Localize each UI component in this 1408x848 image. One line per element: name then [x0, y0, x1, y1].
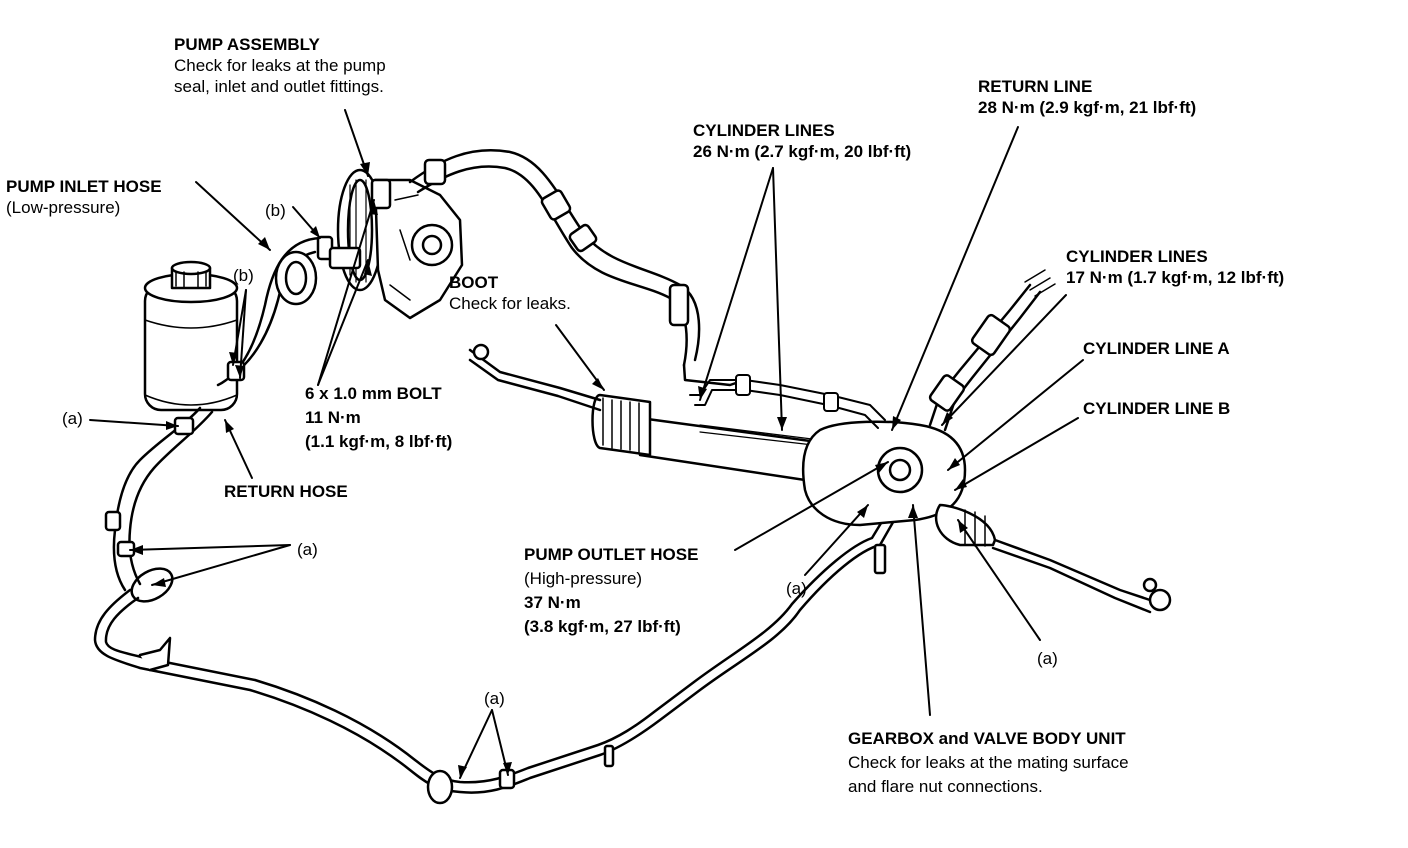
steering-shaft [928, 269, 1056, 432]
pump-assembly [328, 168, 464, 320]
pump-inlet-hose-label: PUMP INLET HOSE (Low-pressure) [6, 176, 162, 218]
cylinder-lines-26-label: CYLINDER LINES 26 N·m (2.7 kgf·m, 20 lbf… [693, 120, 911, 162]
cylinder-lines-17-title: CYLINDER LINES [1066, 247, 1208, 266]
pump-outlet-hose-torque-alt: (3.8 kgf·m, 27 lbf·ft) [524, 617, 681, 636]
return-line-torque: 28 N·m (2.9 kgf·m, 21 lbf·ft) [978, 98, 1197, 117]
pump-outlet-hose [408, 149, 747, 387]
return-line-label: RETURN LINE 28 N·m (2.9 kgf·m, 21 lbf·ft… [978, 76, 1196, 118]
callout-b-pump: (b) [265, 201, 286, 220]
boot-title: BOOT [449, 273, 499, 292]
return-hose-label: RETURN HOSE [224, 482, 348, 501]
bolt-torque-alt: (1.1 kgf·m, 8 lbf·ft) [305, 432, 453, 451]
callout-a-bottom: (a) [484, 689, 505, 708]
pump-outlet-hose-title: PUMP OUTLET HOSE [524, 545, 699, 564]
callout-b-reservoir: (b) [233, 266, 254, 285]
gearbox-label: GEARBOX and VALVE BODY UNIT Check for le… [848, 727, 1129, 799]
cylinder-lines-26-title: CYLINDER LINES [693, 121, 835, 140]
return-line-pipe [93, 503, 902, 805]
boot-label: BOOT Check for leaks. [449, 272, 571, 314]
cylinder-lines-26-torque: 26 N·m (2.7 kgf·m, 20 lbf·ft) [693, 142, 912, 161]
callout-a-left: (a) [297, 540, 318, 559]
pump-assembly-label: PUMP ASSEMBLY Check for leaks at the pum… [174, 34, 386, 97]
pump-assembly-note-1: Check for leaks at the pump [174, 56, 386, 75]
pump-inlet-hose-title: PUMP INLET HOSE [6, 177, 162, 196]
reservoir [143, 260, 239, 412]
gearbox-note-2: and flare nut connections. [848, 777, 1043, 796]
return-hose [104, 406, 214, 603]
return-line-title: RETURN LINE [978, 77, 1093, 96]
callout-a-reservoir: (a) [62, 409, 83, 428]
pump-assembly-title: PUMP ASSEMBLY [174, 35, 320, 54]
pump-inlet-hose-sub: (Low-pressure) [6, 198, 121, 217]
arrow-heads [130, 162, 968, 778]
pump-outlet-hose-label: PUMP OUTLET HOSE (High-pressure) 37 N·m … [524, 543, 698, 639]
callout-a-rack: (a) [1037, 649, 1058, 668]
cylinder-line-a-label: CYLINDER LINE A [1083, 339, 1230, 358]
pump-outlet-hose-torque: 37 N·m [524, 593, 581, 612]
pump-outlet-hose-sub: (High-pressure) [524, 569, 643, 588]
gearbox-title: GEARBOX and VALVE BODY UNIT [848, 729, 1126, 748]
cylinder-lines-17-torque: 17 N·m (1.7 kgf·m, 12 lbf·ft) [1066, 268, 1285, 287]
bolt-label: 6 x 1.0 mm BOLT 11 N·m (1.1 kgf·m, 8 lbf… [305, 382, 452, 454]
boot-note: Check for leaks. [449, 294, 571, 313]
pump-assembly-note-2: seal, inlet and outlet fittings. [174, 77, 384, 96]
cylinder-lines-17-label: CYLINDER LINES 17 N·m (1.7 kgf·m, 12 lbf… [1066, 246, 1284, 288]
bolt-size: 6 x 1.0 mm BOLT [305, 384, 442, 403]
cylinder-line-b-label: CYLINDER LINE B [1083, 399, 1231, 418]
steering-rack [468, 343, 1172, 614]
gearbox-note-1: Check for leaks at the mating surface [848, 753, 1129, 772]
callout-a-outlet: (a) [786, 579, 807, 598]
bolt-torque: 11 N·m [305, 408, 361, 427]
